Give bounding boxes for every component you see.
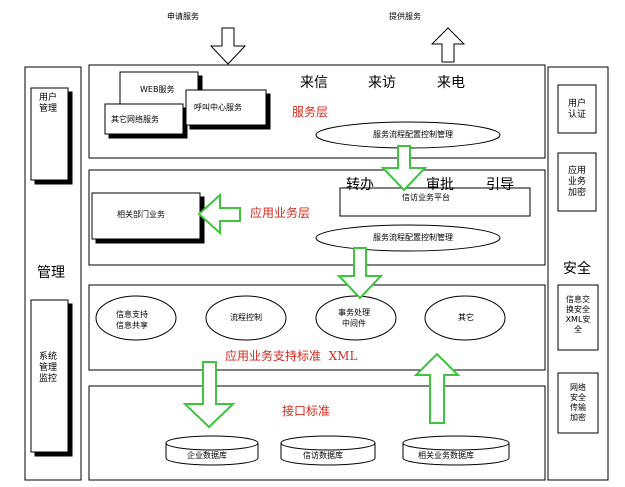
request-service-label: 申请服务 [167, 12, 199, 21]
interface-to-support-arrow [413, 352, 461, 424]
db-related-cylinder [402, 435, 510, 466]
support-item-1-label: 信息支持 信息共享 [116, 310, 148, 330]
service-to-app-arrow [380, 145, 428, 192]
provide-service-label: 提供服务 [389, 12, 421, 21]
support-item-4-ellipse [424, 295, 506, 341]
db-related-label: 相关业务数据库 [418, 451, 474, 460]
call-center-box [185, 89, 267, 126]
related-dept-label: 相关部门业务 [117, 210, 165, 219]
app-to-support-arrow [336, 247, 384, 300]
action-transfer: 转办 [346, 177, 374, 193]
app-to-dept-arrow [197, 192, 241, 236]
security-title: 安全 [563, 261, 591, 277]
other-network-label: 其它网络服务 [111, 115, 159, 124]
app-config-label: 服务流程配置控制管理 [373, 233, 453, 242]
user-mgmt-box [30, 87, 69, 181]
web-service-label: WEB服务 [140, 85, 175, 94]
service-config-label: 服务流程配置控制管理 [373, 130, 453, 139]
action-guide: 引导 [486, 177, 514, 193]
interface-layer-title: 接口标准 [282, 404, 331, 418]
system-mgmt-label: 系统 管理 监控 [38, 352, 57, 384]
support-layer-title: 应用业务支持标准 XML [225, 349, 358, 363]
app-encrypt-box [557, 152, 597, 212]
db-petition-cylinder [280, 435, 376, 466]
service-layer-title: 服务层 [292, 105, 329, 119]
support-item-4-label: 其它 [458, 313, 474, 322]
channel-letter: 来信 [300, 75, 328, 91]
call-center-label: 呼叫中心服务 [194, 103, 242, 112]
net-security-box [557, 372, 599, 434]
user-auth-box [557, 84, 597, 134]
support-to-interface-arrow [182, 361, 236, 429]
support-item-2-label: 流程控制 [230, 313, 262, 322]
db-enterprise-cylinder [165, 435, 259, 466]
support-item-3-label: 事务处理 中间件 [338, 308, 370, 328]
app-layer-title: 应用业务层 [250, 206, 311, 220]
petition-platform-label: 信访业务平台 [402, 193, 450, 202]
support-item-3-ellipse [315, 295, 397, 341]
action-approve: 审批 [426, 177, 454, 193]
provide-up-arrow [430, 27, 466, 63]
xml-security-label: 信息交 换安全 XML安 全 [565, 295, 591, 334]
app-config-ellipse [315, 224, 501, 252]
support-item-2-ellipse [205, 295, 287, 341]
petition-platform-box [339, 187, 531, 217]
management-title: 管理 [37, 265, 65, 281]
other-network-box [104, 103, 184, 135]
system-mgmt-box [30, 299, 69, 453]
user-auth-label: 用户 认证 [567, 99, 586, 120]
db-petition-label: 信访数据库 [303, 451, 343, 460]
app-encrypt-label: 应用 业务 加密 [567, 166, 586, 198]
channel-visit: 来访 [368, 75, 396, 91]
support-item-1-ellipse [95, 295, 177, 341]
related-dept-box [91, 192, 201, 240]
user-mgmt-label: 用户 管理 [38, 93, 57, 114]
net-security-label: 网络 安全 传输 加密 [570, 383, 586, 422]
request-down-arrow [209, 27, 247, 65]
channel-call: 来电 [437, 75, 465, 91]
xml-security-box [557, 284, 599, 351]
interface-layer-frame [88, 385, 546, 481]
db-enterprise-label: 企业数据库 [187, 451, 227, 460]
